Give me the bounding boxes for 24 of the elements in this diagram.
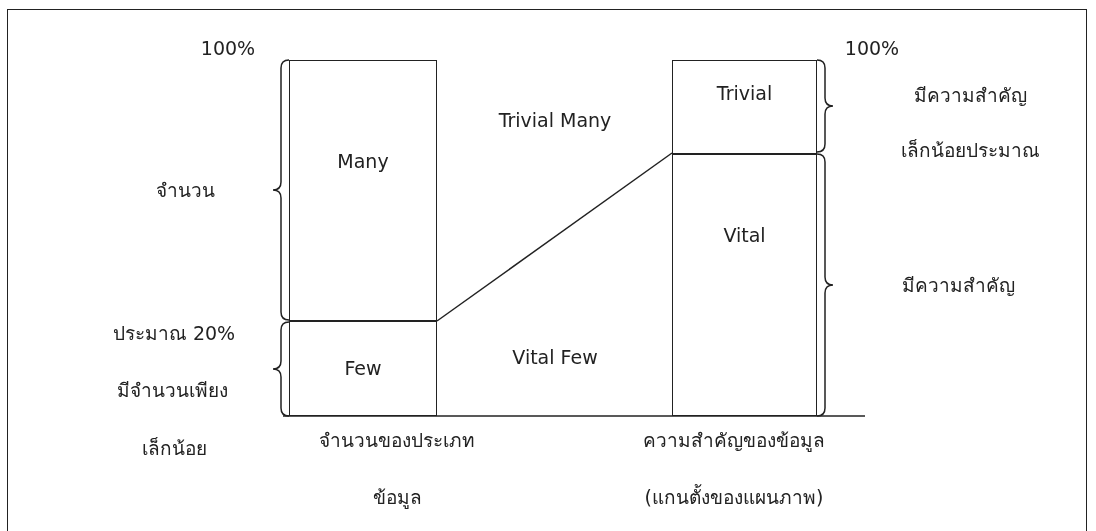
trend-line [436, 152, 673, 322]
side-label: เล็กน้อย [141, 436, 207, 461]
segment-label: Trivial [716, 81, 773, 104]
axis-label: ข้อมูล [372, 485, 422, 511]
segment-label: Many [337, 150, 389, 172]
side-label: มีจำนวนเพียง [116, 378, 228, 403]
side-label: ประมาณ 20% [112, 321, 236, 346]
bar-segment [672, 60, 817, 155]
side-label: มีความสำคัญ [901, 273, 1015, 298]
side-label: เล็กน้อยประมาณ [900, 138, 1040, 163]
side-label: จำนวน [155, 178, 215, 203]
segment-label: Few [344, 357, 382, 379]
axis-label: ความสำคัญของข้อมูล [643, 428, 825, 454]
segment-label: Vital [723, 223, 766, 246]
bar-segment [672, 153, 817, 416]
bar-segment [289, 320, 437, 416]
percent-label: 100% [200, 37, 256, 59]
region-label: Vital Few [512, 346, 598, 368]
region-label: Trivial Many [498, 109, 612, 131]
axis-label: จำนวนของประเภท [319, 428, 475, 453]
percent-label: 100% [844, 37, 900, 59]
bar-segment [289, 60, 437, 322]
side-label: มีความสำคัญ [913, 83, 1027, 108]
axis-label: (แกนตั้งของแผนภาพ) [644, 483, 824, 510]
